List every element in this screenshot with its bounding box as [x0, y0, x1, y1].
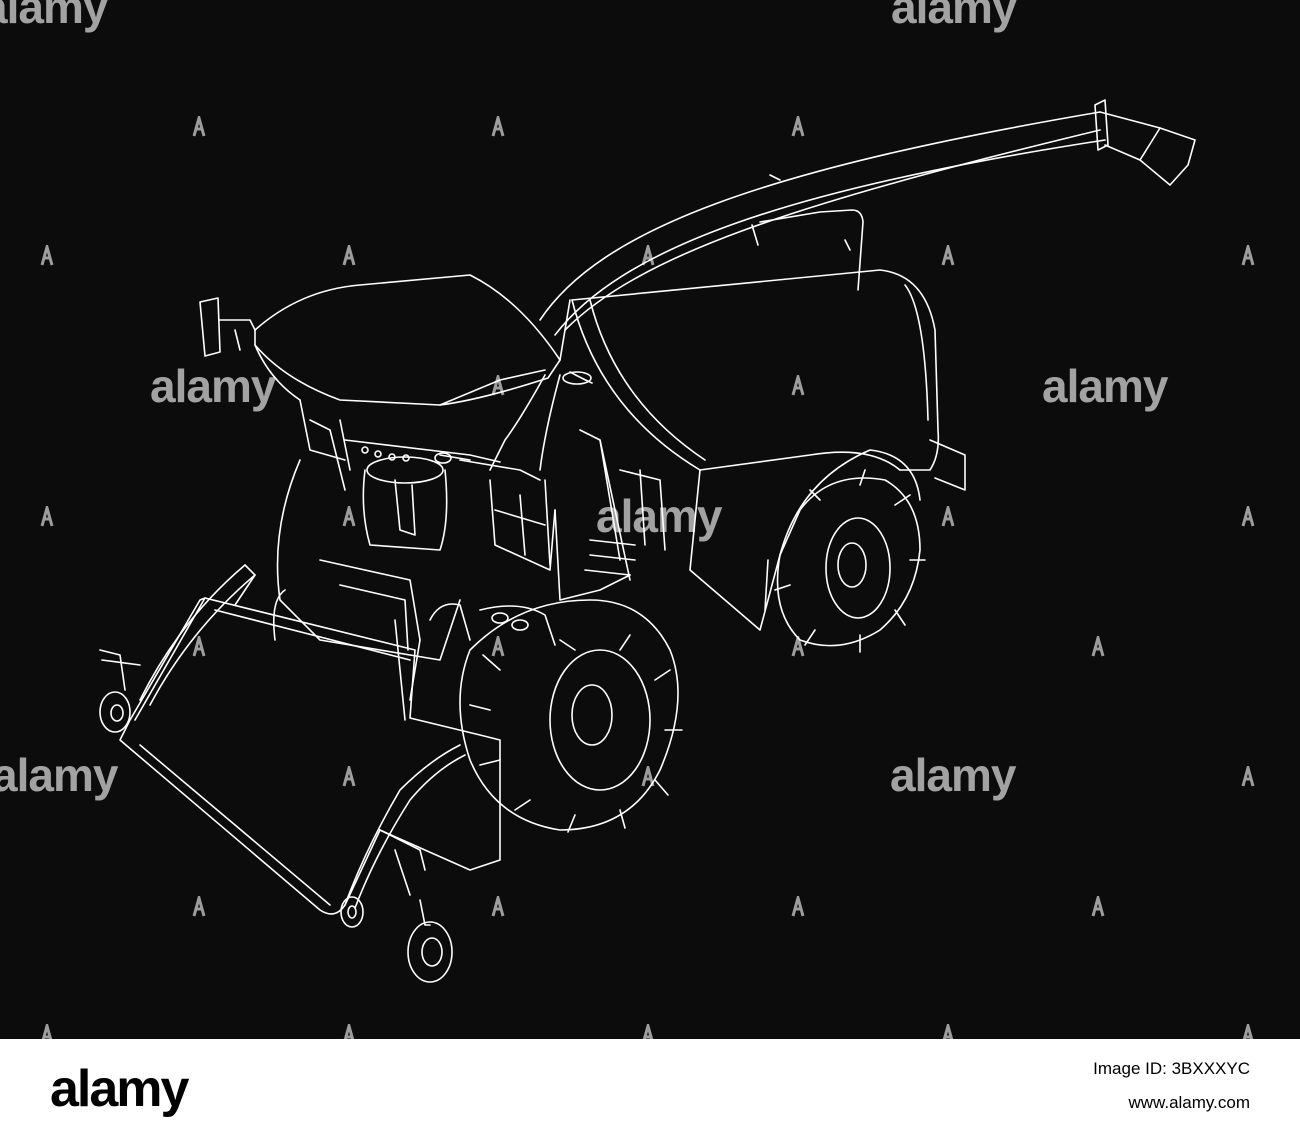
roof-rail — [751, 209, 864, 291]
watermark-text: alamy — [596, 490, 722, 542]
alamy-a-icon — [791, 636, 805, 657]
cab-frame — [299, 399, 666, 601]
alamy-a-icon — [343, 1024, 355, 1039]
spout — [539, 99, 1196, 336]
alamy-a-icon — [791, 116, 805, 137]
front-block — [272, 459, 556, 721]
site-url-link[interactable]: www.alamy.com — [1128, 1093, 1250, 1112]
alamy-logo[interactable]: alamy — [50, 1060, 189, 1118]
cab — [254, 274, 593, 471]
alamy-a-icon — [41, 1024, 53, 1039]
alamy-a-icon — [1091, 636, 1105, 657]
alamy-a-icon — [1091, 896, 1105, 917]
alamy-a-icon — [192, 636, 206, 657]
alamy-a-icon — [791, 896, 805, 917]
stock-photo: alamy alamy alamy alamy alamy alamy alam… — [0, 0, 1300, 1039]
alamy-a-icon — [491, 636, 505, 657]
alamy-a-icon — [491, 896, 505, 917]
alamy-a-icon — [192, 896, 206, 917]
alamy-a-icon — [941, 506, 955, 527]
engine-body — [571, 269, 966, 631]
alamy-a-icon — [491, 375, 505, 396]
forage-harvester-drawing — [99, 99, 1196, 983]
stock-footer-bar: alamy Image ID: 3BXXXYC www.alamy.com — [0, 1039, 1300, 1130]
alamy-a-icon — [641, 766, 655, 787]
watermark-text: alamy — [0, 0, 108, 33]
alamy-a-icon — [641, 245, 655, 266]
alamy-a-icon — [942, 1024, 954, 1039]
alamy-a-icon — [791, 375, 805, 396]
header — [119, 564, 501, 915]
rear-wheel — [774, 469, 926, 653]
alamy-a-icon — [1241, 506, 1255, 527]
watermark-text: alamy — [1042, 360, 1168, 412]
watermark-text: alamy — [0, 749, 118, 801]
mirror — [199, 297, 256, 357]
alamy-a-icon — [1241, 766, 1255, 787]
watermark-text: alamy — [150, 360, 276, 412]
alamy-a-icon — [1241, 245, 1255, 266]
alamy-a-icon — [40, 245, 54, 266]
alamy-a-icon — [192, 116, 206, 137]
alamy-a-icon — [941, 245, 955, 266]
alamy-a-icon — [342, 506, 356, 527]
alamy-a-icon — [342, 245, 356, 266]
watermark-text: alamy — [891, 0, 1017, 33]
cab-interior — [361, 446, 471, 551]
image-id-label: Image ID: 3BXXXYC — [1093, 1059, 1250, 1078]
gauge-wheels — [99, 649, 453, 983]
watermark-text: alamy — [890, 749, 1016, 801]
alamy-a-icon — [40, 506, 54, 527]
alamy-a-icon — [342, 766, 356, 787]
alamy-a-icon — [1242, 1024, 1254, 1039]
alamy-a-icon — [491, 116, 505, 137]
alamy-a-icon — [642, 1024, 654, 1039]
front-wheel — [459, 599, 683, 833]
